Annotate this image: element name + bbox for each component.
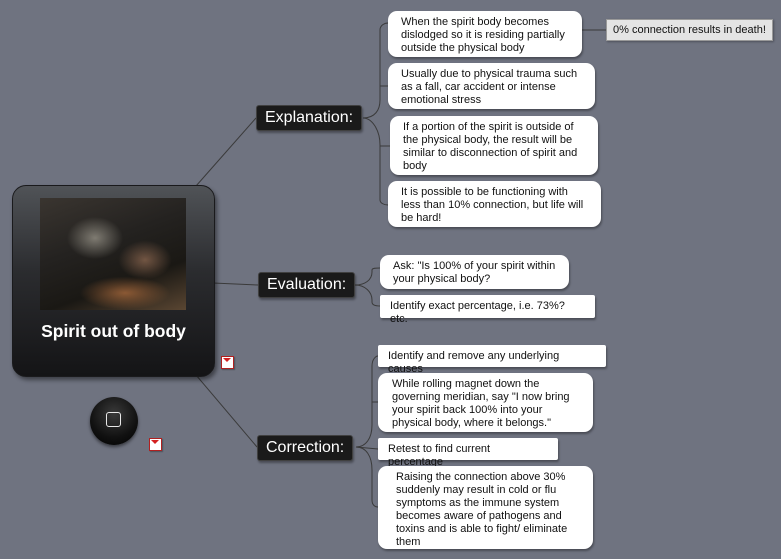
topic-correction-1[interactable]: Identify and remove any underlying cause… bbox=[378, 345, 606, 375]
gmail-icon[interactable] bbox=[221, 356, 234, 369]
topic-explanation-1[interactable]: When the spirit body becomes dislodged s… bbox=[388, 11, 582, 57]
central-topic-title: Spirit out of body bbox=[41, 321, 186, 341]
topic-explanation-4[interactable]: It is possible to be functioning with le… bbox=[388, 181, 601, 227]
topic-explanation-2[interactable]: Usually due to physical trauma such as a… bbox=[388, 63, 595, 109]
central-topic-image bbox=[40, 198, 186, 310]
topic-correction-4[interactable]: Raising the connection above 30% suddenl… bbox=[378, 466, 593, 549]
link-explanation-bracket bbox=[362, 22, 389, 119]
branch-correction[interactable]: Correction: bbox=[257, 435, 354, 461]
note-death[interactable]: 0% connection results in death! bbox=[606, 19, 773, 41]
branch-explanation[interactable]: Explanation: bbox=[256, 105, 363, 131]
link-central-evaluation bbox=[212, 282, 259, 286]
stop-square-icon bbox=[106, 412, 121, 427]
link-evaluation-bracket bbox=[354, 267, 381, 286]
topic-correction-2[interactable]: While rolling magnet down the governing … bbox=[378, 373, 593, 432]
link-correction-t3 bbox=[355, 446, 379, 450]
topic-evaluation-2[interactable]: Identify exact percentage, i.e. 73%? etc… bbox=[380, 295, 595, 325]
link-correction-bracket-up bbox=[355, 355, 379, 448]
link-correction-bracket-down bbox=[355, 446, 379, 508]
gmail-icon[interactable] bbox=[149, 438, 162, 451]
link-evaluation-t2 bbox=[354, 284, 381, 307]
topic-evaluation-1[interactable]: Ask: "Is 100% of your spirit within your… bbox=[380, 255, 569, 289]
branch-evaluation[interactable]: Evaluation: bbox=[258, 272, 356, 298]
link-central-correction bbox=[195, 374, 258, 448]
topic-correction-3[interactable]: Retest to find current percentage bbox=[378, 438, 558, 468]
central-topic[interactable]: Spirit out of body bbox=[12, 185, 215, 377]
topic-explanation-3[interactable]: If a portion of the spirit is outside of… bbox=[390, 116, 598, 175]
link-central-explanation bbox=[195, 117, 257, 187]
link-explanation-t3 bbox=[362, 117, 389, 206]
stop-square-button[interactable] bbox=[90, 397, 138, 445]
